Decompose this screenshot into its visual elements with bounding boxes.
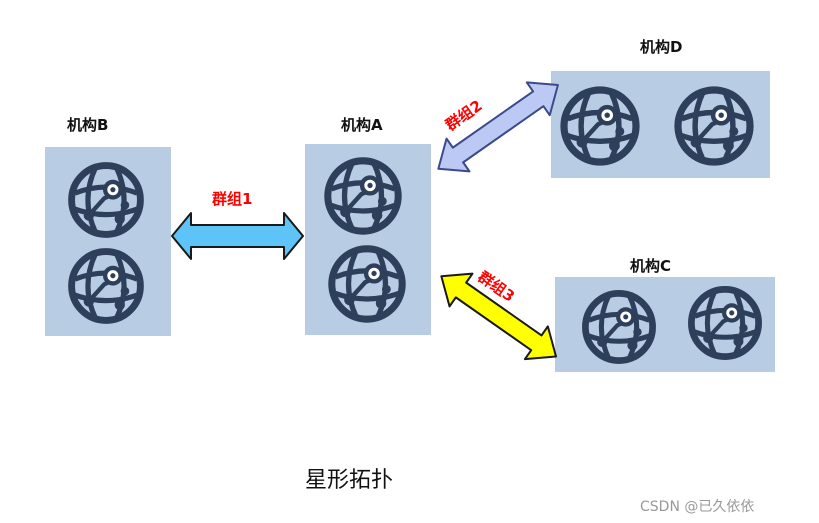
diagram-caption: 星形拓扑: [305, 468, 394, 493]
org-a-label: 机构A: [341, 116, 383, 134]
org-a-box: [305, 144, 431, 335]
org-b-label: 机构B: [67, 116, 109, 134]
watermark: CSDN @已久依依: [640, 499, 755, 515]
group-1-label: 群组1: [212, 190, 253, 208]
org-c-label: 机构C: [630, 257, 672, 275]
org-c-box: [555, 277, 775, 372]
org-d-label: 机构D: [640, 38, 683, 56]
group-1-arrow: [171, 212, 304, 260]
org-b-box: [45, 147, 171, 336]
org-d-box: [551, 71, 770, 178]
group-2-arrow: [437, 81, 559, 173]
group-3-arrow: [440, 272, 558, 361]
